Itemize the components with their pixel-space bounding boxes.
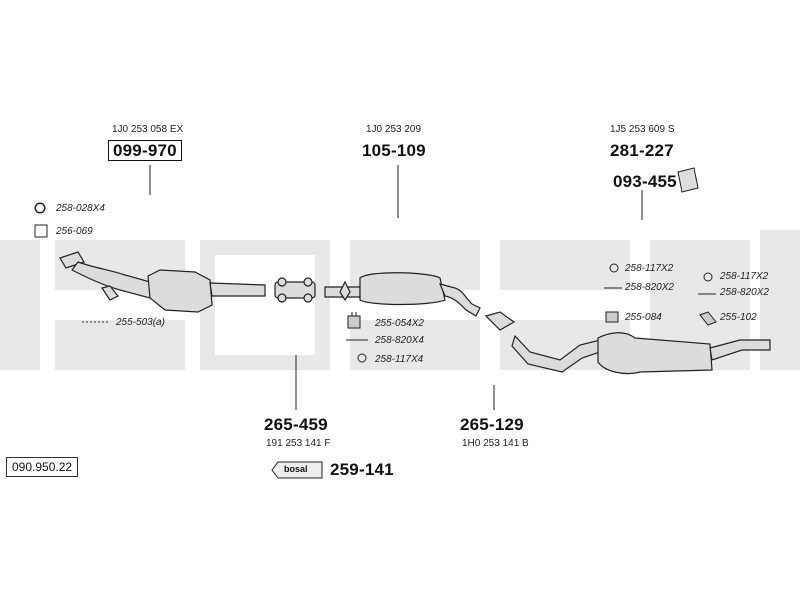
ref-label: 255-054X2: [375, 318, 424, 329]
washer-icon-a: [357, 353, 367, 363]
pipe-oem-number: 191 253 141 F: [266, 438, 331, 449]
front-silencer: [324, 272, 481, 317]
ref-label: 258-820X2: [625, 282, 674, 293]
rear-silencer-oem-number: 1J5 253 609 S: [610, 124, 675, 135]
rear-silencer-part-number[interactable]: 281-227: [610, 141, 674, 160]
hex-nut-icon: [34, 203, 46, 213]
hanger-icon-a: [605, 311, 619, 323]
flex-pipe: [274, 277, 316, 303]
washer-icon-b: [609, 263, 619, 273]
hardware-icons: [34, 167, 717, 479]
ref-label: 258-028X4: [56, 203, 105, 214]
mount-icon: [677, 167, 699, 193]
cat-part-number[interactable]: 099-970: [108, 140, 182, 161]
paste-part-number[interactable]: 259-141: [330, 460, 394, 479]
ref-label: 256-069: [56, 226, 93, 237]
ref-label: 258-820X2: [720, 287, 769, 298]
front-silencer-part-number[interactable]: 105-109: [362, 141, 426, 160]
clamp-icon-a: [347, 312, 361, 329]
ref-label: 258-117X2: [625, 263, 674, 274]
ref-label: 258-820X4: [375, 335, 424, 346]
ref-label: 255-084: [625, 312, 662, 323]
ref-label: 255-102: [720, 312, 757, 323]
diagram-code: 090.950.22: [6, 457, 79, 477]
pipe-part-number[interactable]: 265-459: [264, 415, 328, 434]
middle-silencer-part-number[interactable]: 265-129: [460, 415, 524, 434]
washer-icon-c: [703, 272, 713, 282]
middle-silencer-oem-number: 1H0 253 141 B: [462, 438, 529, 449]
rear-silencer: [484, 311, 771, 375]
ref-label: 258-117X4: [375, 354, 424, 365]
cat-oem-number: 1J0 253 058 EX: [112, 124, 184, 135]
gasket-icon: [34, 224, 48, 238]
front-silencer-oem-number: 1J0 253 209: [366, 124, 422, 135]
paste-tube-icon: [271, 461, 323, 479]
catalyst-assembly: [59, 251, 266, 313]
mount-part-number[interactable]: 093-455: [613, 172, 677, 191]
hanger-icon-b: [699, 311, 717, 326]
paste-brand-label: bosal: [284, 464, 308, 474]
ref-label: 255-503(a): [116, 317, 165, 328]
ref-label: 258-117X2: [720, 271, 769, 282]
